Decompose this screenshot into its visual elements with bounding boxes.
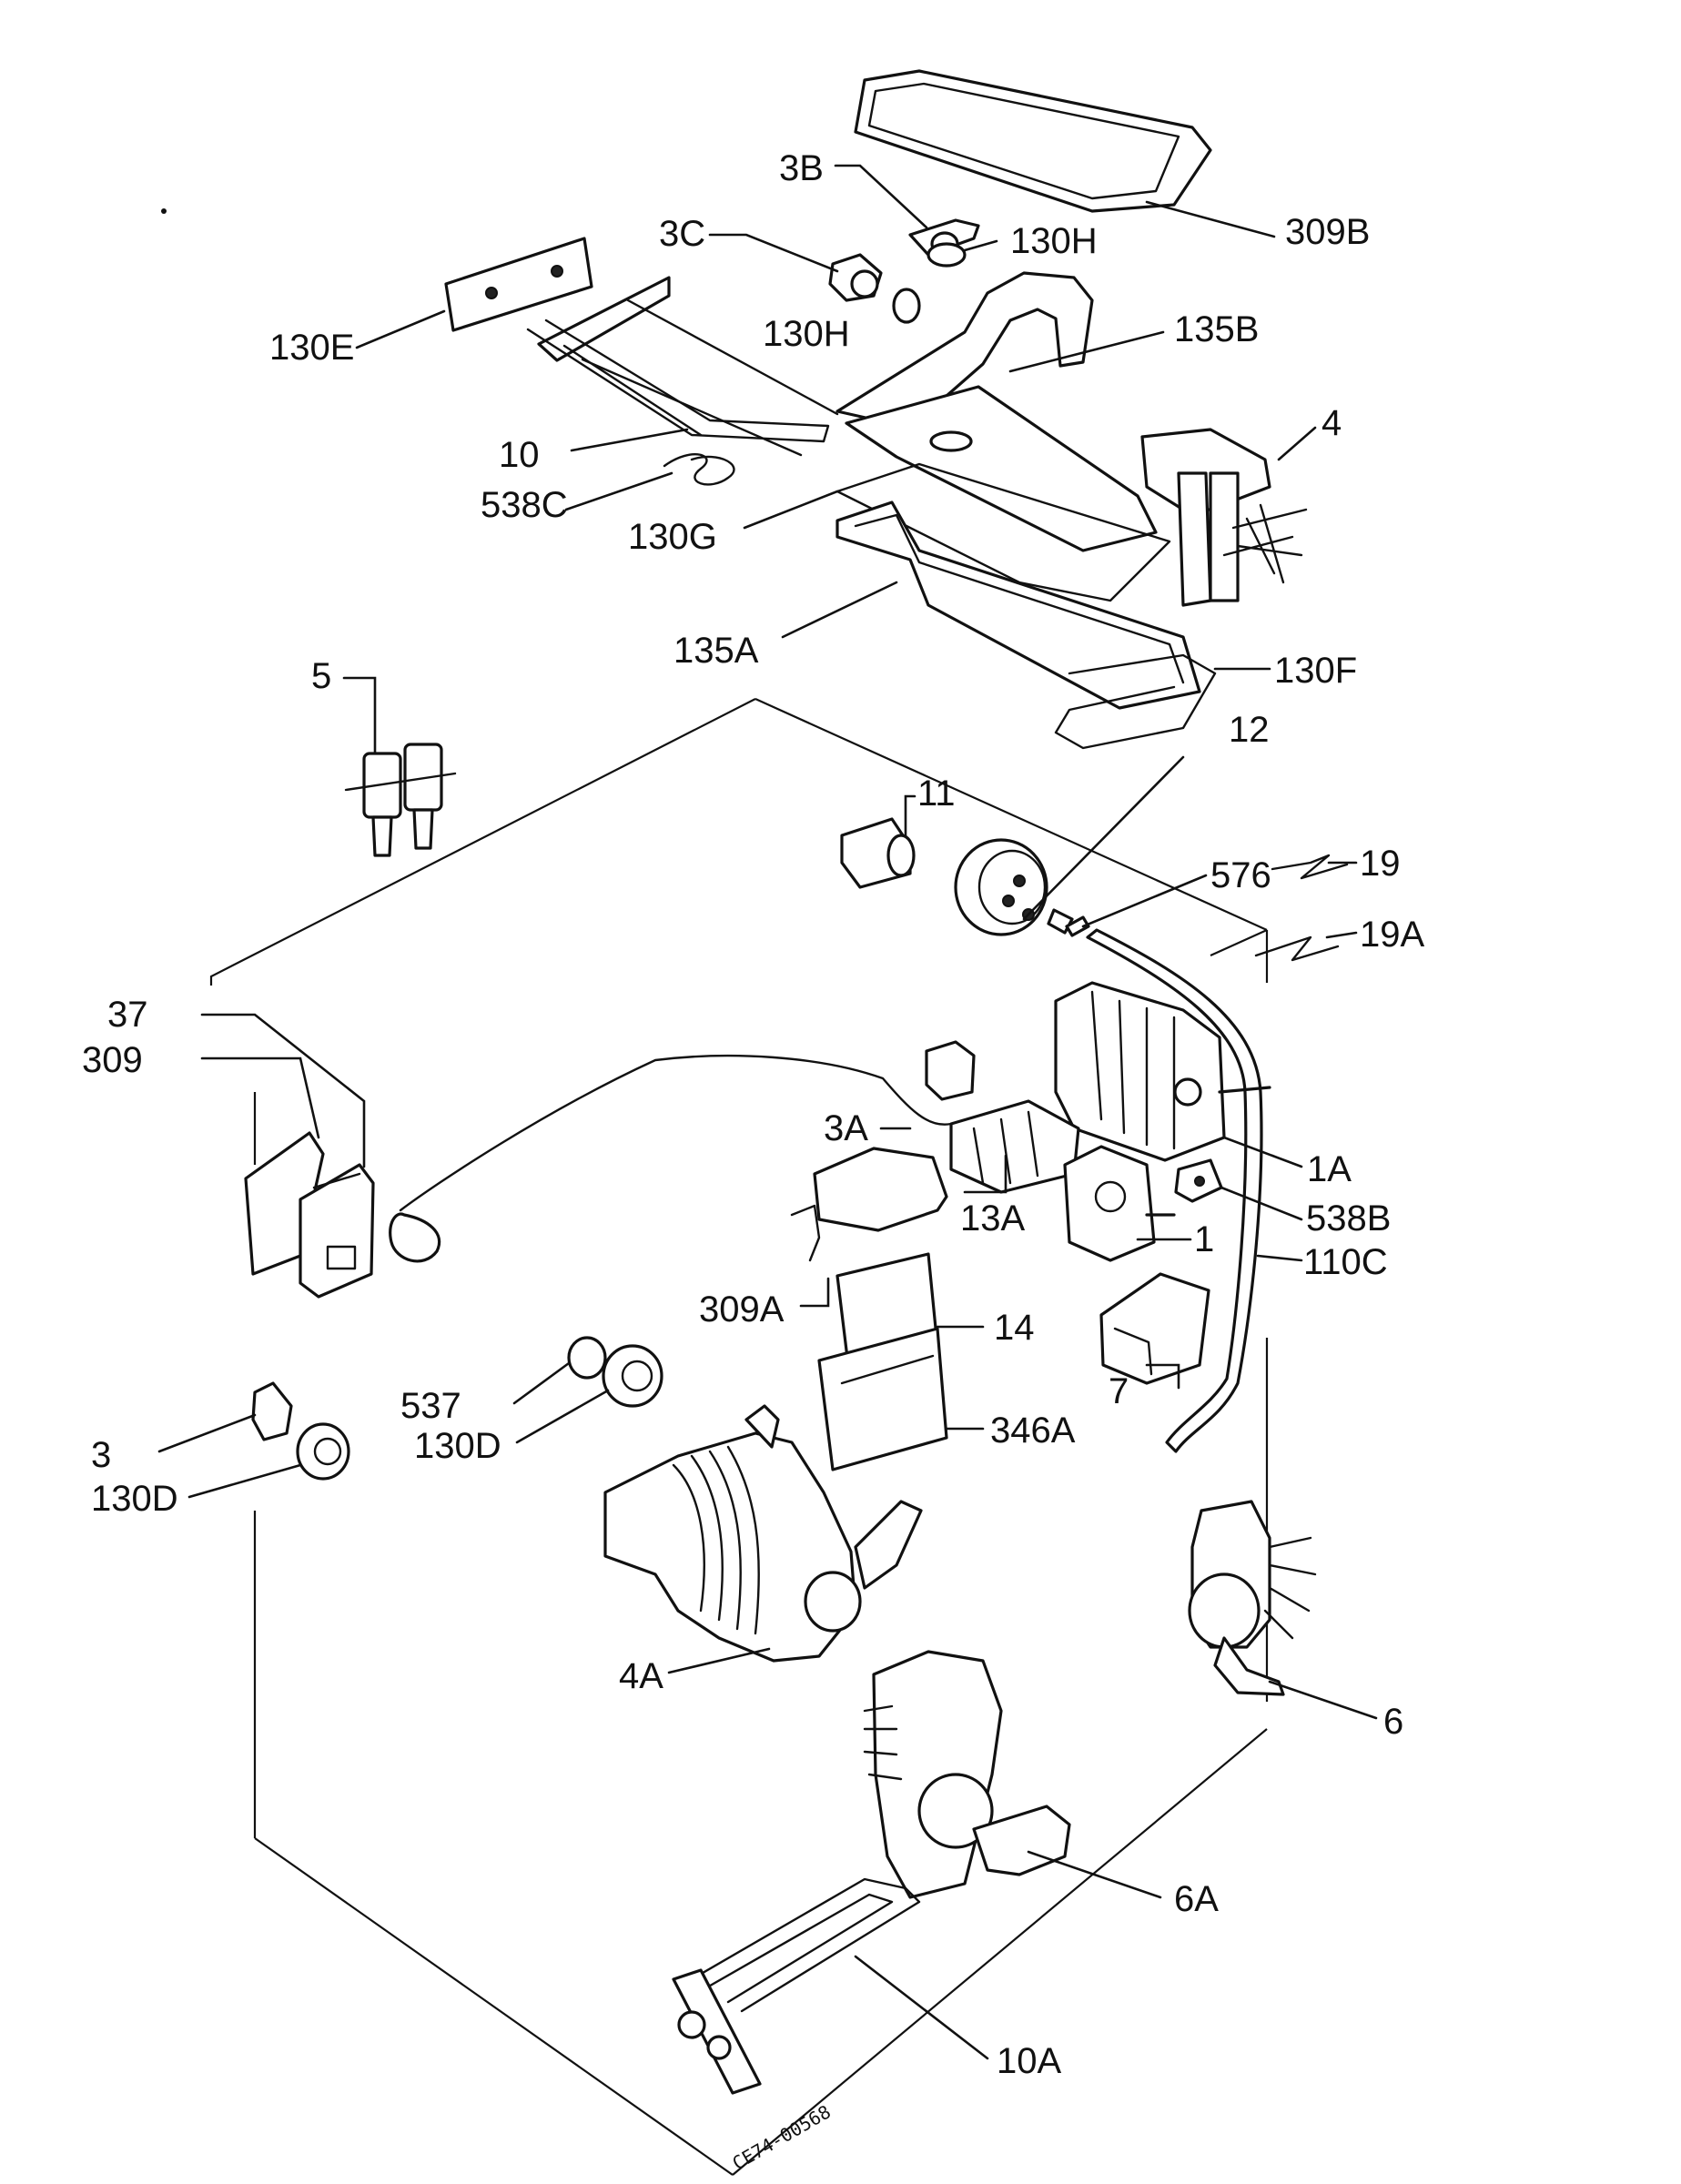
label-14: 14 (994, 1308, 1035, 1348)
thermostat-3c (828, 253, 883, 302)
label-130f: 130F (1274, 651, 1357, 691)
label-37: 37 (107, 995, 148, 1035)
label-576: 576 (1210, 855, 1271, 895)
label-309a: 309A (699, 1289, 785, 1330)
heating-element-10 (526, 276, 839, 457)
capacitor-11 (840, 817, 916, 889)
label-135a: 135A (673, 631, 759, 671)
air-duct-135b (835, 271, 1158, 552)
pressure-switch-12 (954, 838, 1074, 936)
grommet-130d-mid (602, 1344, 663, 1408)
spring-clip-538c (663, 453, 735, 486)
clip-538b (1174, 1158, 1223, 1203)
cabinet-frame (209, 697, 1269, 2176)
timer-switch-1 (1063, 1145, 1176, 1262)
ring-537 (567, 1336, 607, 1380)
label-3a: 3A (824, 1108, 868, 1148)
label-3c: 3C (659, 214, 705, 254)
control-module-37-309 (244, 1131, 375, 1299)
part-labels: 309B 3B 130H 3C 130H 130E 135B 4 10 538C… (82, 148, 1424, 2081)
label-346a: 346A (990, 1410, 1076, 1451)
label-10: 10 (499, 435, 540, 475)
grommet-130d-left (296, 1422, 350, 1481)
label-11: 11 (917, 774, 956, 814)
label-19a: 19A (1360, 915, 1424, 955)
thermostat-3a (389, 1040, 976, 1263)
label-13a: 13A (960, 1198, 1025, 1239)
heating-element-10a (672, 1877, 921, 2095)
label-110c: 110C (1303, 1242, 1388, 1282)
label-130h-mid: 130H (763, 314, 850, 354)
label-130d-left: 130D (91, 1479, 178, 1519)
label-309b: 309B (1285, 212, 1370, 252)
label-6: 6 (1383, 1702, 1403, 1742)
label-1: 1 (1194, 1219, 1214, 1259)
cover-309a (790, 1147, 948, 1262)
filter-pad-130e (444, 237, 593, 332)
label-309: 309 (82, 1040, 143, 1080)
motor-4a (603, 1404, 923, 1663)
switch-block-13a (949, 1099, 1080, 1194)
leader-lines (157, 164, 1378, 2060)
label-6a: 6A (1174, 1879, 1219, 1919)
water-inlet-valve-5 (344, 743, 457, 857)
gasket-130g (835, 462, 1171, 602)
drawing-code: CE74-00568 (729, 2100, 835, 2174)
top-lid-309b (854, 69, 1212, 213)
wire-19a (1254, 935, 1340, 962)
label-3b: 3B (779, 148, 824, 188)
thermostat-3 (251, 1381, 293, 1441)
seal-ring-130h-mid (892, 288, 921, 324)
label-10a: 10A (997, 2041, 1061, 2081)
suppressor-7 (1099, 1272, 1210, 1385)
drain-pump-6a (863, 1650, 1071, 1899)
housing-346a (817, 1327, 948, 1471)
label-130e: 130E (269, 328, 354, 368)
label-130g: 130G (628, 517, 717, 557)
label-1a: 1A (1307, 1149, 1352, 1189)
programmer-1a (1054, 981, 1271, 1162)
gasket-130f (1054, 653, 1217, 750)
label-7: 7 (1109, 1371, 1129, 1411)
label-537: 537 (400, 1386, 461, 1426)
label-538c: 538C (481, 485, 568, 525)
label-5: 5 (311, 656, 331, 696)
nozzle-576 (1065, 915, 1090, 937)
drain-pump-6 (1188, 1500, 1317, 1696)
label-3: 3 (91, 1435, 111, 1475)
label-135b: 135B (1174, 309, 1259, 349)
label-12: 12 (1229, 710, 1270, 750)
label-4: 4 (1322, 403, 1342, 443)
fan-motor-4 (1140, 428, 1308, 607)
label-130d-mid: 130D (414, 1426, 501, 1466)
wire-19 (1271, 854, 1349, 880)
label-19: 19 (1360, 844, 1401, 884)
label-130h-top: 130H (1010, 221, 1098, 261)
label-4a: 4A (619, 1656, 663, 1696)
stray-dot (161, 208, 167, 214)
label-538b: 538B (1306, 1198, 1391, 1239)
seal-ring-130h-top (927, 242, 967, 268)
hose-110c (1086, 928, 1263, 1453)
